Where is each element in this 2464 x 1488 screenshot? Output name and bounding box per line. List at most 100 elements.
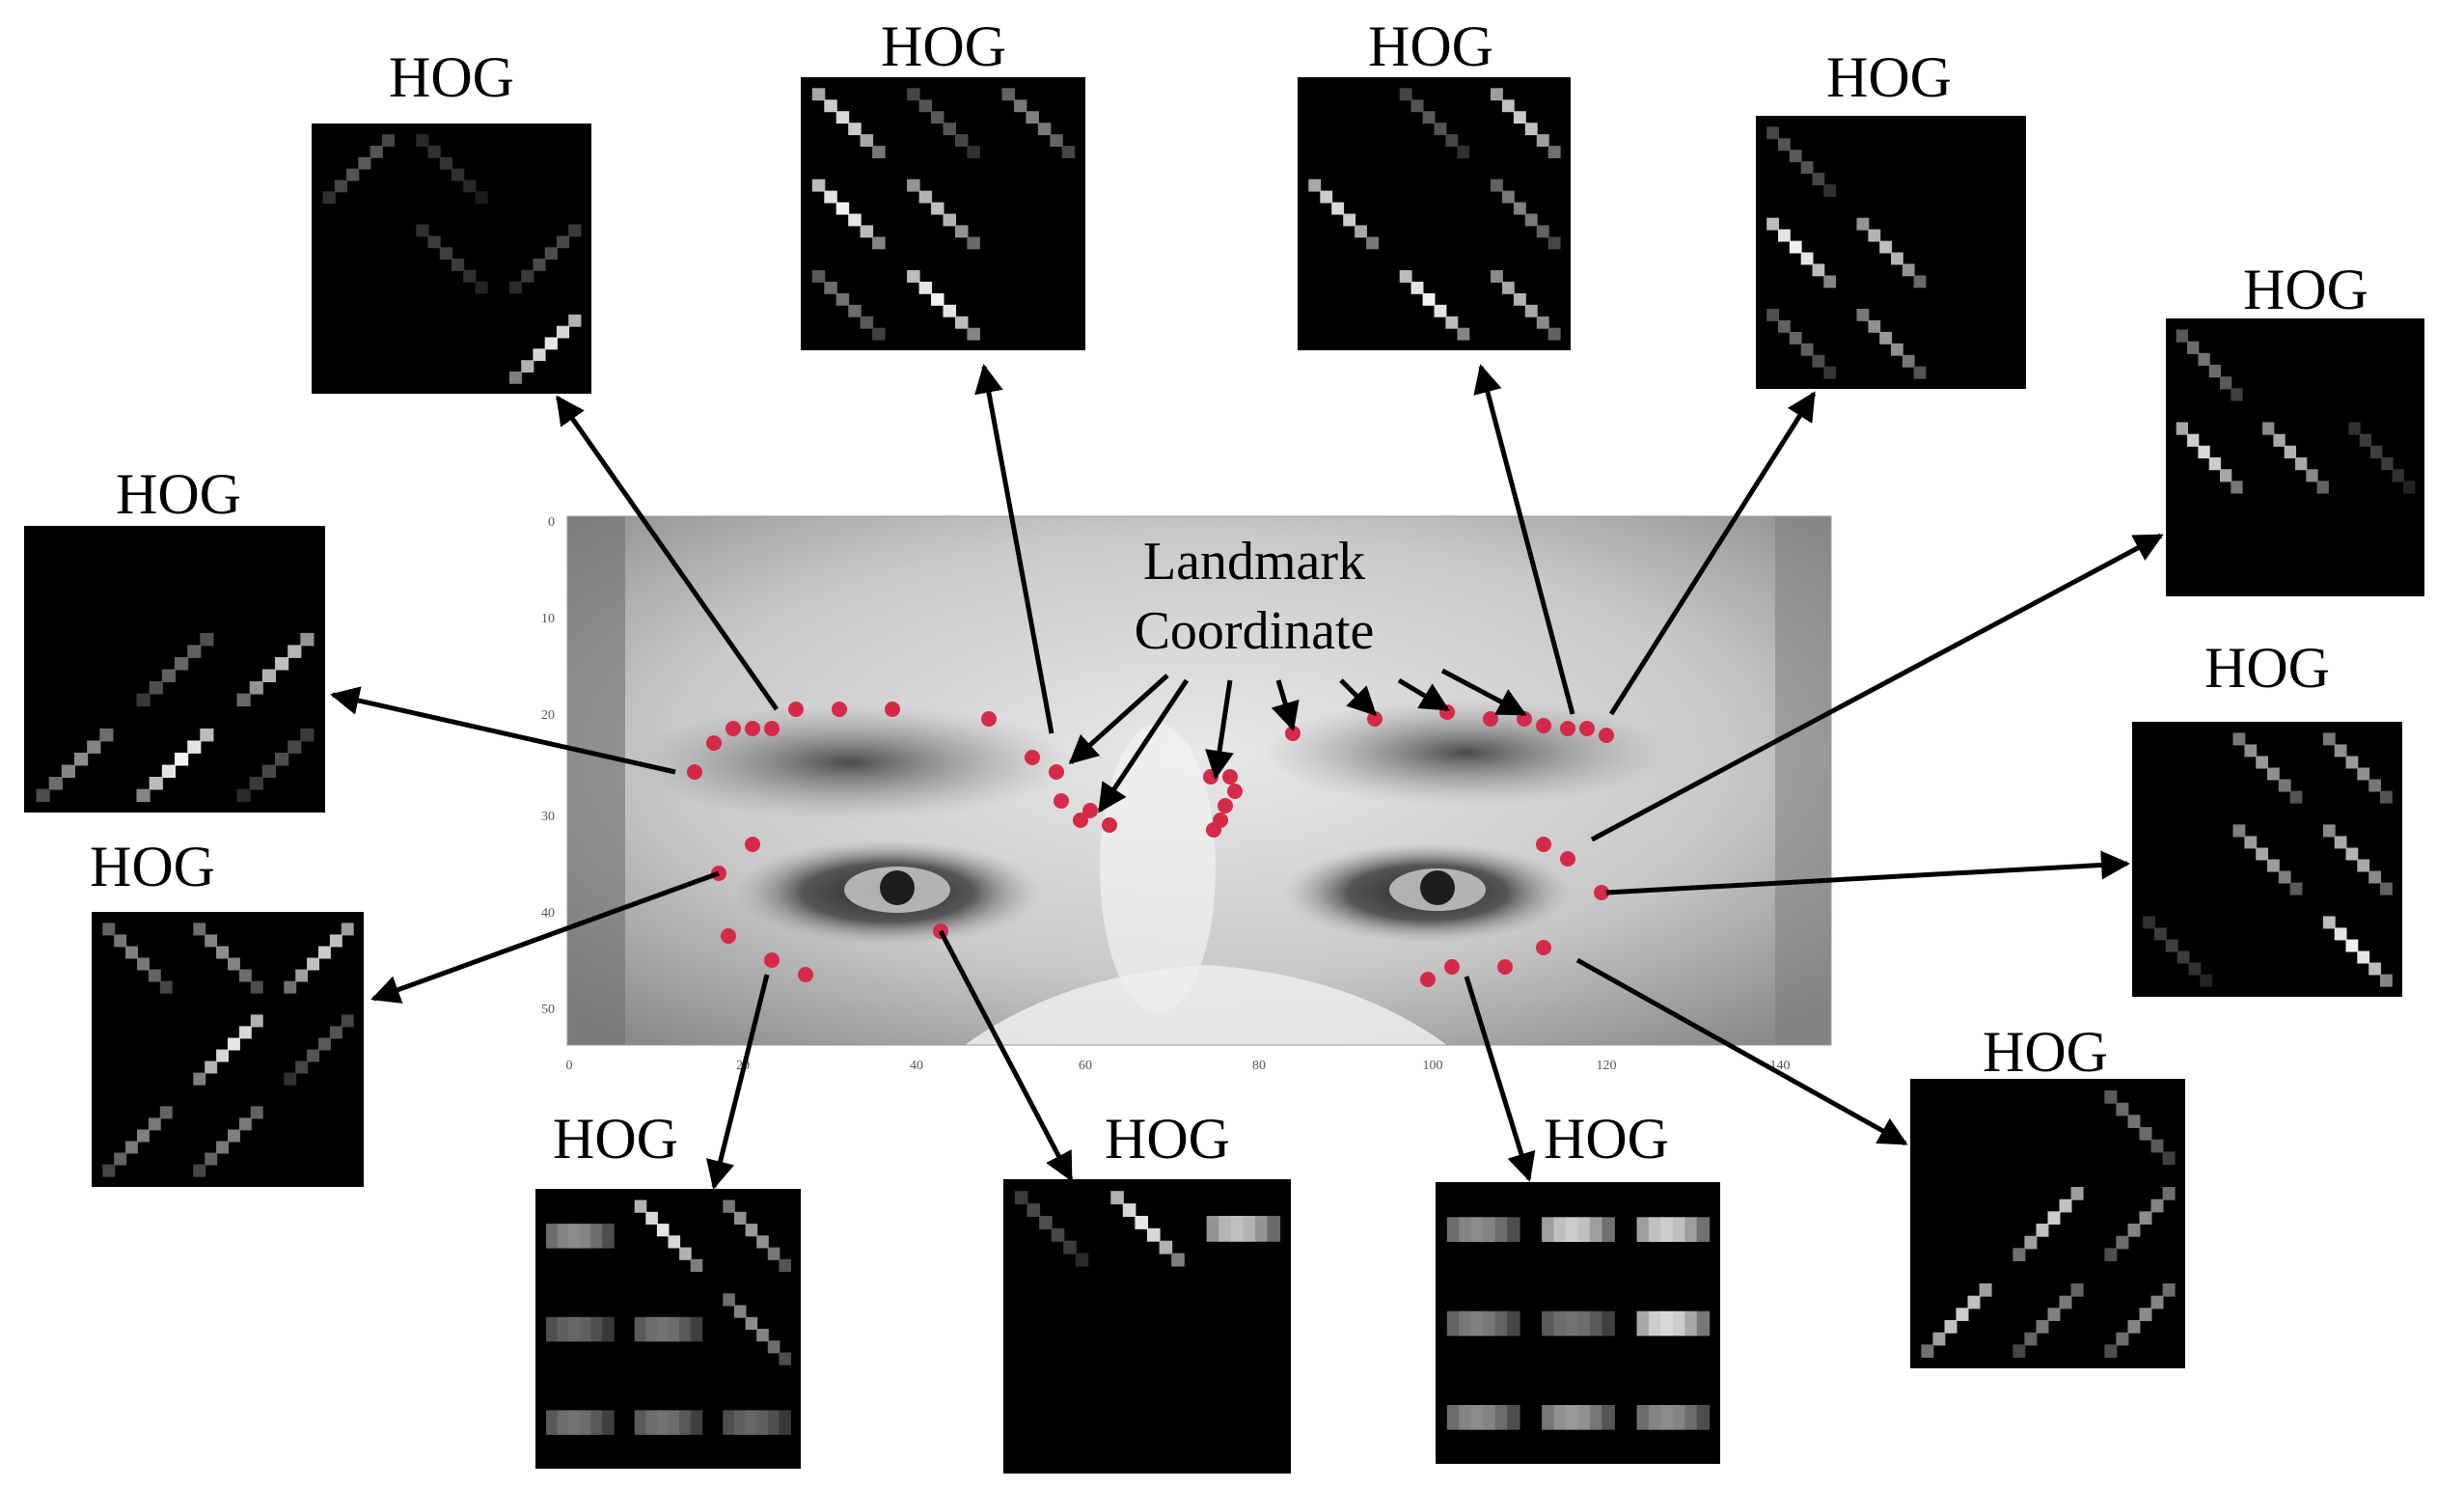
hog-cell — [193, 923, 206, 936]
hog-cell — [2198, 445, 2210, 458]
landmark-dot — [726, 721, 741, 736]
hog-cell — [1823, 366, 1837, 379]
arrow — [974, 364, 1054, 734]
hog-cell — [2104, 1344, 2118, 1358]
hog-cell — [1501, 281, 1515, 294]
hog-cell — [1524, 304, 1538, 317]
landmark-dot — [1536, 940, 1551, 955]
hog-cell — [824, 99, 837, 113]
hog-cell — [656, 1316, 670, 1342]
arrow — [555, 395, 780, 711]
hog-right-upper: HOG — [2166, 258, 2424, 596]
hog-cell — [2150, 1295, 2164, 1309]
arrow — [1464, 976, 1536, 1182]
hog-cell — [848, 213, 862, 227]
landmark-dot — [706, 735, 722, 751]
hog-cell — [1446, 1310, 1461, 1336]
hog-cell — [1823, 275, 1837, 289]
hog-cell — [1660, 1405, 1674, 1430]
hog-cell — [2370, 445, 2383, 458]
hog-label: HOG — [1544, 1107, 1669, 1171]
hog-cell — [848, 304, 862, 317]
hog-cell — [1491, 179, 1503, 192]
hog-cell — [114, 1152, 127, 1166]
landmark-dot — [1218, 798, 1233, 813]
hog-cell — [1014, 1191, 1028, 1205]
hog-cell — [824, 190, 837, 204]
hog-cell — [1856, 217, 1870, 231]
hog-cell — [2188, 962, 2202, 976]
hog-cell — [668, 1316, 681, 1342]
hog-cell — [1547, 236, 1561, 250]
y-tick-label: 30 — [541, 810, 555, 824]
hog-cell — [193, 1164, 206, 1177]
hog-cell — [824, 281, 837, 294]
hog-cell — [149, 681, 163, 695]
hog-cell — [2368, 779, 2381, 792]
hog-cell — [1308, 179, 1322, 192]
hog-cell — [645, 1410, 658, 1435]
hog-cell — [74, 753, 89, 766]
hog-cell — [1399, 270, 1412, 283]
hog-cell — [36, 788, 50, 803]
hog-cell — [1956, 1308, 1969, 1321]
landmark-dot — [721, 928, 736, 944]
hog-cell — [690, 1410, 703, 1435]
hog-cell — [1602, 1405, 1615, 1430]
hog-cell — [931, 292, 945, 306]
hog-cell — [1037, 123, 1052, 136]
hog-cell — [634, 1199, 647, 1213]
hog-label: HOG — [90, 835, 215, 898]
hog-cell — [1553, 1310, 1568, 1336]
hog-cell — [568, 1316, 581, 1342]
hog-cell — [228, 1037, 240, 1051]
hog-cell — [2047, 1211, 2061, 1225]
hog-cell — [1027, 1203, 1041, 1217]
arrow — [1473, 364, 1575, 715]
hog-cell — [2345, 756, 2359, 769]
hog-cell — [2198, 352, 2210, 366]
hog-cell — [175, 753, 189, 766]
hog-cell — [1577, 1217, 1591, 1242]
hog-cell — [322, 191, 336, 205]
hog-cell — [1602, 1217, 1615, 1242]
hog-cell — [1766, 309, 1779, 321]
hog-cell — [546, 1316, 559, 1342]
hog-cell — [1434, 304, 1447, 317]
hog-cell — [2116, 1235, 2129, 1250]
hog-cell — [1491, 270, 1503, 283]
hog-cell — [634, 1316, 647, 1342]
hog-cell — [602, 1316, 615, 1342]
hog-cell — [1660, 1217, 1674, 1242]
hog-cell — [2139, 1127, 2152, 1141]
hog-cell — [1932, 1332, 1946, 1346]
hog-cell — [2176, 422, 2188, 435]
hog-cell — [568, 1224, 581, 1249]
hog-cell — [1648, 1405, 1662, 1430]
hog-cell — [1026, 111, 1039, 124]
hog-cell — [2322, 916, 2336, 929]
hog-cell — [811, 179, 826, 192]
hog-cell — [1660, 1310, 1674, 1336]
hog-bottom-mid-right: HOG — [1436, 1107, 1720, 1464]
hog-cell — [2306, 469, 2318, 482]
hog-cell — [1566, 1310, 1579, 1336]
hog-right-middle: HOG — [2132, 636, 2402, 997]
hog-cell — [1542, 1310, 1555, 1336]
hog-cell — [1410, 99, 1424, 113]
landmark-dot — [1222, 769, 1238, 785]
landmark-dot — [1073, 813, 1088, 828]
landmark-dot — [1054, 793, 1069, 809]
hog-cell — [427, 146, 441, 158]
hog-cell — [1457, 146, 1470, 158]
hog-cell — [557, 1316, 570, 1342]
hog-cell — [2220, 469, 2232, 482]
hog-cell — [275, 753, 289, 766]
landmark-dot — [1579, 721, 1595, 736]
hog-cell — [579, 1410, 592, 1435]
hog-cell — [1470, 1310, 1485, 1336]
hog-cell — [1470, 1217, 1485, 1242]
y-tick-label: 50 — [541, 1003, 555, 1017]
landmark-dot — [764, 952, 780, 968]
